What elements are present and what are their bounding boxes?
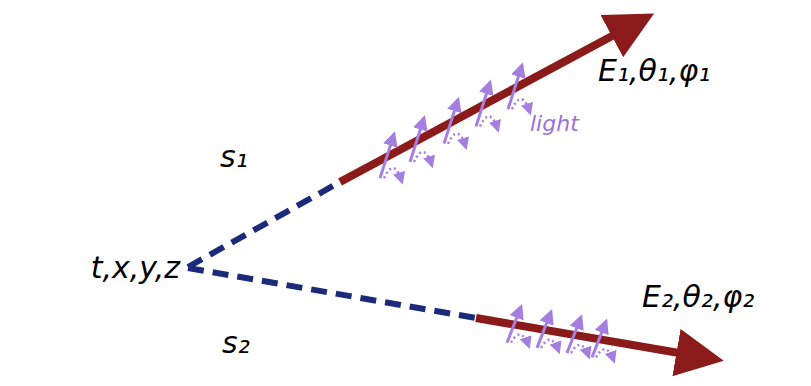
- photon-arrow: [508, 65, 522, 109]
- photon-wiggle: [448, 134, 466, 148]
- path-length-label: s₂: [222, 326, 250, 359]
- photon-wiggle: [512, 99, 530, 113]
- particle-label: E₂,θ₂,φ₂: [642, 280, 754, 313]
- light-label: light: [530, 112, 579, 136]
- photon-arrow: [410, 118, 424, 162]
- dashed-path: [188, 182, 476, 318]
- path-length-label: s₁: [220, 140, 248, 173]
- particle-label: E₁,θ₁,φ₁: [598, 54, 710, 87]
- photon-wiggle: [541, 340, 559, 352]
- light-emission: [507, 307, 614, 362]
- light-emission: [380, 65, 530, 182]
- photon-wiggle: [480, 116, 498, 130]
- photon-wiggle: [384, 168, 402, 182]
- photon-arrow: [380, 134, 394, 178]
- photon-arrow: [476, 82, 490, 126]
- photon-wiggle: [596, 349, 614, 361]
- coordinate-label: t,x,y,z: [91, 251, 180, 284]
- photon-arrow: [444, 100, 458, 144]
- photon-wiggle: [511, 335, 529, 347]
- photon-wiggle: [571, 345, 589, 357]
- photon-wiggle: [414, 152, 432, 166]
